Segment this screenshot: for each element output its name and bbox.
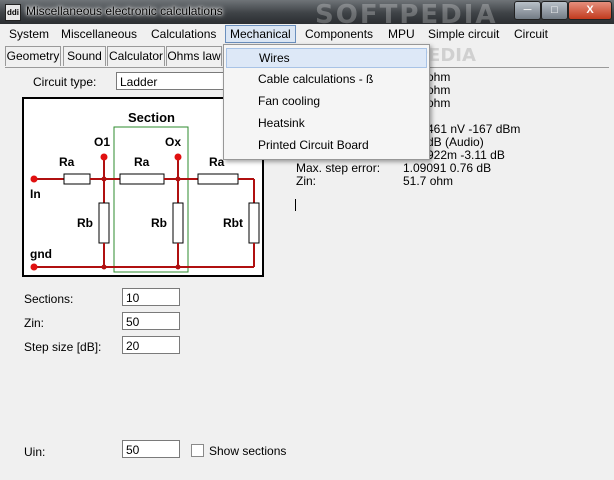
tab-ohms-law[interactable]: Ohms law xyxy=(166,46,222,66)
menu-item-heatsink[interactable]: Heatsink xyxy=(258,116,305,130)
result-ohm-2: ohm xyxy=(427,83,451,97)
zin-input[interactable]: 50 xyxy=(122,312,180,330)
circuit-type-label: Circuit type: xyxy=(33,75,97,89)
rb-label-2: Rb xyxy=(151,216,167,230)
sections-label: Sections: xyxy=(24,292,74,306)
minimize-button[interactable]: ─ xyxy=(514,1,541,20)
ra-label-3: Ra xyxy=(209,155,225,169)
ox-label: Ox xyxy=(165,135,182,149)
close-button[interactable]: X xyxy=(568,1,612,20)
gnd-label: gnd xyxy=(30,247,52,261)
menu-mpu[interactable]: MPU xyxy=(388,27,415,41)
ra-label-1: Ra xyxy=(59,155,75,169)
app-icon: ddi xyxy=(5,4,21,21)
title-bar: ddi Miscellaneous electronic calculation… xyxy=(0,0,614,30)
result-ohm-1: ohm xyxy=(427,70,451,84)
zin-result-value: 51.7 ohm xyxy=(403,174,454,188)
ra-label-2: Ra xyxy=(134,155,150,169)
menu-calculations[interactable]: Calculations xyxy=(151,27,217,41)
tab-calculator[interactable]: Calculator xyxy=(107,46,165,66)
result-voltage: 461 nV -167 dBm xyxy=(427,122,521,136)
window-title: Miscellaneous electronic calculations xyxy=(26,4,223,18)
menu-simple-circuit[interactable]: Simple circuit xyxy=(428,27,500,41)
max-step-error-value: 1.09091 0.76 dB xyxy=(403,161,492,175)
maximize-button[interactable]: □ xyxy=(541,1,568,20)
resistor-rbt xyxy=(248,202,260,244)
rb-label-1: Rb xyxy=(77,216,93,230)
menu-bar: System Miscellaneous Calculations Mechan… xyxy=(0,24,614,44)
resistor-ra-1 xyxy=(63,173,91,185)
zin-result-label: Zin: xyxy=(296,174,317,188)
menu-miscellaneous[interactable]: Miscellaneous xyxy=(61,27,138,41)
step-size-label: Step size [dB]: xyxy=(24,340,102,354)
tab-geometry[interactable]: Geometry xyxy=(5,46,61,66)
node-o1 xyxy=(100,153,108,161)
step-size-input[interactable]: 20 xyxy=(122,336,180,354)
section-label: Section xyxy=(128,110,175,125)
result-ratio: 922m -3.11 dB xyxy=(427,148,505,162)
resistor-ra-3 xyxy=(197,173,239,185)
menu-item-cable-calculations[interactable]: Cable calculations - ß xyxy=(258,72,374,86)
section-box xyxy=(113,126,189,273)
show-sections-label[interactable]: Show sections xyxy=(209,444,287,458)
zin-label: Zin: xyxy=(24,316,45,330)
tab-sound[interactable]: Sound xyxy=(63,46,106,66)
mechanical-dropdown: SOFTPEDIA Wires Cable calculations - ß F… xyxy=(223,44,476,160)
circuit-type-select[interactable]: Ladder xyxy=(116,72,226,90)
menu-item-fan-cooling[interactable]: Fan cooling xyxy=(258,94,321,108)
node-gnd xyxy=(30,263,38,271)
result-audio: dB (Audio) xyxy=(427,135,484,149)
menu-item-pcb[interactable]: Printed Circuit Board xyxy=(258,138,369,152)
o1-label: O1 xyxy=(94,135,111,149)
show-sections-checkbox[interactable] xyxy=(191,444,204,457)
menu-mechanical[interactable]: Mechanical xyxy=(225,25,296,43)
in-label: In xyxy=(30,187,41,201)
menu-system[interactable]: System xyxy=(9,27,50,41)
text-cursor xyxy=(295,199,296,211)
sections-input[interactable]: 10 xyxy=(122,288,180,306)
menu-circuit[interactable]: Circuit xyxy=(514,27,549,41)
max-step-error-label: Max. step error: xyxy=(296,161,381,175)
resistor-rb-1 xyxy=(98,202,110,244)
node-ox xyxy=(174,153,182,161)
circuit-diagram: Section O1 Ox Ra Ra Ra Rb Rb Rbt In gnd xyxy=(22,97,264,277)
node-in xyxy=(30,175,38,183)
result-ohm-3: ohm xyxy=(427,96,451,110)
menu-item-wires[interactable]: Wires xyxy=(226,48,427,68)
uin-input[interactable]: 50 xyxy=(122,440,180,458)
resistor-rb-2 xyxy=(172,202,184,244)
uin-label: Uin: xyxy=(24,445,46,459)
resistor-ra-2 xyxy=(119,173,165,185)
menu-components[interactable]: Components xyxy=(305,27,374,41)
rbt-label: Rbt xyxy=(223,216,243,230)
